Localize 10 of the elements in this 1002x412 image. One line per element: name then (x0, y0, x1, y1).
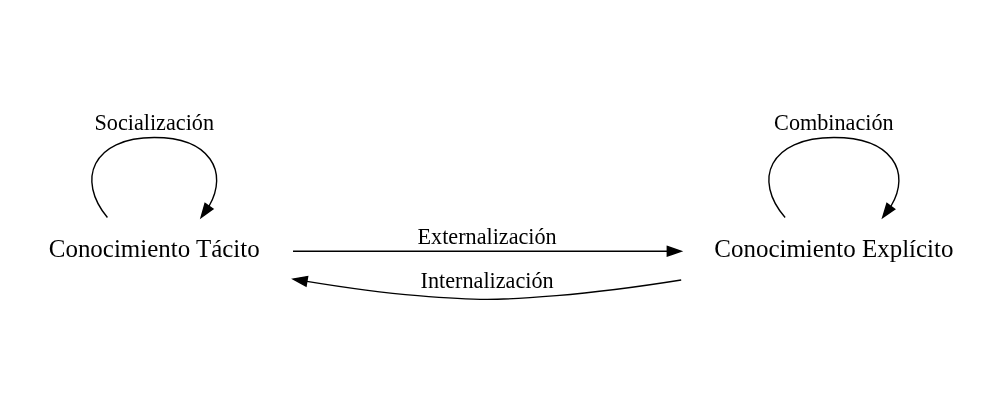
arrow (291, 275, 682, 301)
arrow (768, 136, 900, 220)
edge-label: Combinación (774, 110, 894, 136)
edge-label: Socialización (94, 110, 215, 136)
edge-label: Externalización (417, 224, 557, 250)
node-text: Conocimiento Tácito (48, 235, 260, 263)
edge-label: Internalización (420, 268, 554, 294)
arrow (292, 245, 684, 258)
node-text: Conocimiento Explícito (714, 235, 954, 263)
arrow (91, 136, 218, 220)
